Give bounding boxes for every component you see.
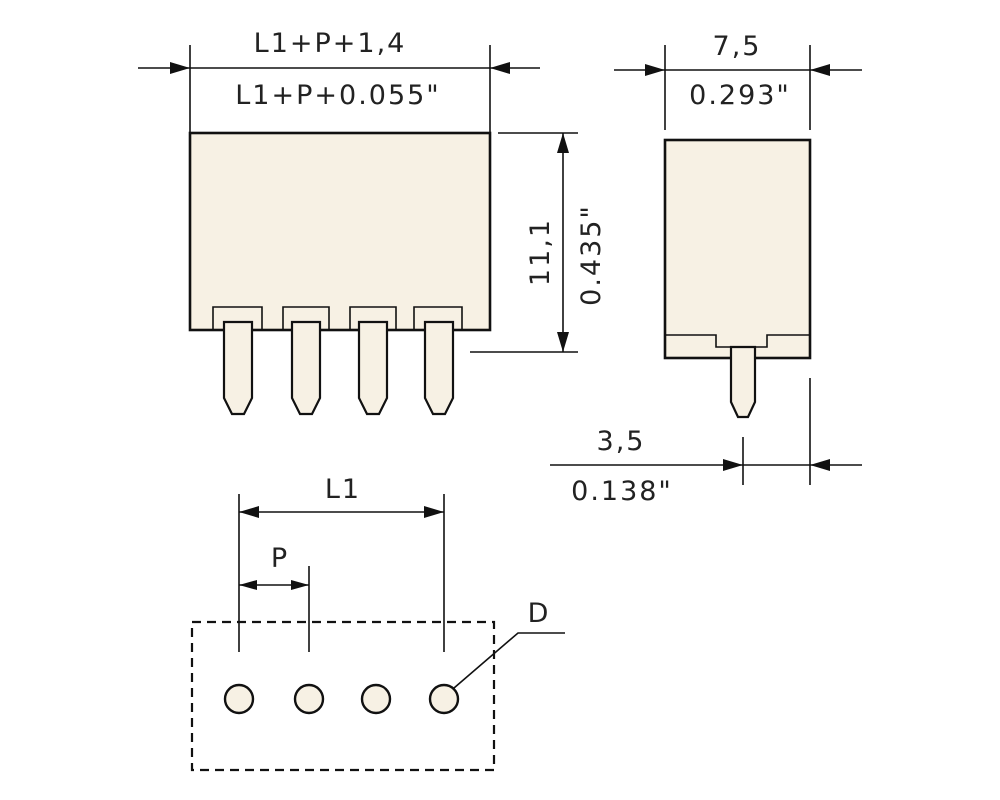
front-height-arrow-bottom [557, 332, 569, 352]
front-width-inch-label: L1+P+0.055" [235, 80, 440, 111]
side-pin [729, 345, 757, 419]
footprint-l1-arrow-right [424, 506, 444, 518]
front-pin-4 [413, 306, 463, 416]
footprint-pitch-label: P [271, 543, 289, 574]
side-width-arrow-right [810, 64, 830, 76]
footprint-hole-3 [360, 683, 392, 715]
footprint-hole-2 [293, 683, 325, 715]
front-view: L1+P+1,4 L1+P+0.055" 11,1 0.435" [138, 28, 607, 416]
front-pin-1 [212, 306, 263, 416]
footprint-view: L1 P D [190, 474, 565, 772]
side-offset-arrow-right [810, 459, 830, 471]
footprint-hole-4 [428, 683, 460, 715]
side-offset-mm-label: 3,5 [597, 426, 646, 457]
footprint-pitch-arrow-left [239, 580, 257, 590]
footprint-pitch-arrow-right [291, 580, 309, 590]
side-offset-inch-label: 0.138" [571, 476, 673, 507]
footprint-l1-label: L1 [325, 474, 361, 505]
front-height-arrow-top [557, 133, 569, 153]
footprint-l1-arrow-left [239, 506, 259, 518]
footprint-diameter-leader [453, 632, 565, 689]
side-width-inch-label: 0.293" [689, 80, 791, 111]
footprint-hole-1 [223, 683, 255, 715]
side-view: 7,5 0.293" 3,5 0.138" [550, 31, 862, 507]
front-width-mm-label: L1+P+1,4 [254, 28, 407, 59]
side-width-arrow-left [645, 64, 665, 76]
front-height-mm-label: 11,1 [525, 218, 556, 286]
front-height-inch-label: 0.435" [576, 204, 607, 306]
side-body [663, 138, 812, 360]
front-pin-3 [349, 306, 397, 416]
front-width-arrow-left [170, 62, 190, 74]
side-width-mm-label: 7,5 [713, 31, 762, 62]
footprint-outline [190, 620, 496, 772]
front-pin-2 [282, 306, 330, 416]
side-offset-arrow-left [723, 459, 743, 471]
footprint-diameter-label: D [528, 598, 551, 629]
front-width-arrow-right [490, 62, 510, 74]
front-body [188, 131, 492, 332]
